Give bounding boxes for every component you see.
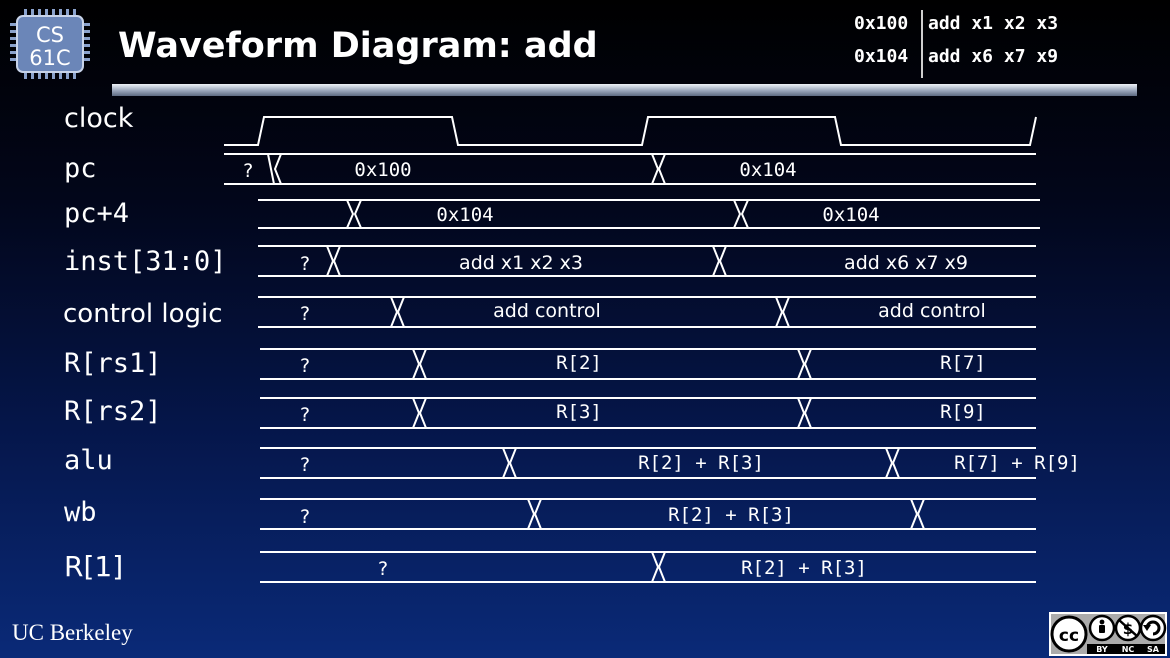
signal-label-pc-plus-4: pc+4: [64, 198, 129, 229]
logo-text-bottom: 61C: [29, 46, 70, 70]
r-rs1-value: R[2]: [556, 352, 602, 374]
license-tag-nc: NC: [1122, 645, 1135, 654]
pc-value: 0x100: [354, 159, 411, 181]
inst-value: add x1 x2 x3: [459, 252, 583, 274]
pc-value: 0x104: [739, 159, 796, 181]
code-instruction: add x6 x7 x9: [928, 46, 1059, 67]
signal-label-r-rs2: R[rs2]: [64, 396, 162, 427]
signal-wave-r1: [260, 551, 1036, 583]
wb-value: R[2] + R[3]: [668, 504, 794, 526]
pc-value: ?: [242, 160, 253, 182]
code-instruction: add x1 x2 x3: [928, 13, 1059, 34]
cc-license-badge: cc $ BY NC SA: [1049, 612, 1167, 656]
logo-text-top: CS: [36, 23, 64, 47]
by-icon: [1088, 614, 1116, 642]
control-logic-value: add control: [878, 300, 986, 322]
title-rule: [112, 84, 1137, 96]
license-tag-sa: SA: [1147, 645, 1160, 654]
clock-wave: [224, 116, 1037, 146]
signal-label-control-logic: control logic: [63, 299, 223, 329]
inst-value: add x6 x7 x9: [844, 252, 968, 274]
alu-value: R[7] + R[9]: [954, 452, 1080, 474]
code-listing: 0x100 add x1 x2 x3 0x104 add x6 x7 x9: [854, 10, 1094, 78]
code-address: 0x100: [854, 13, 909, 34]
wb-value: ?: [300, 506, 310, 528]
signal-label-r-rs1: R[rs1]: [64, 348, 162, 379]
control-logic-value: add control: [493, 300, 601, 322]
control-logic-value: ?: [300, 303, 310, 325]
cs61c-logo: CS 61C: [10, 9, 90, 79]
nc-icon: $: [1114, 614, 1142, 642]
signal-wave-r-rs2: [260, 397, 1036, 429]
code-divider: [921, 10, 923, 78]
signal-wave-wb: [260, 498, 1036, 530]
signal-label-wb: wb: [64, 497, 97, 528]
r-rs1-value: R[7]: [940, 352, 986, 374]
signal-label-inst: inst[31:0]: [64, 246, 227, 277]
pc-plus-4-value: 0x104: [822, 204, 879, 226]
r1-value: R[2] + R[3]: [741, 557, 867, 579]
signal-wave-r-rs1: [260, 348, 1036, 380]
signal-wave-pc: [224, 153, 1036, 185]
alu-value: ?: [300, 454, 310, 476]
signal-wave-pc-plus-4: [258, 199, 1040, 229]
r-rs2-value: R[3]: [556, 401, 602, 423]
license-tag-by: BY: [1096, 645, 1108, 654]
r-rs2-value: R[9]: [940, 401, 986, 423]
pc-plus-4-value: 0x104: [436, 204, 493, 226]
cc-icon: cc: [1050, 615, 1088, 653]
clock-label: clock: [64, 103, 134, 134]
uc-berkeley-wordmark: UC Berkeley: [12, 620, 133, 645]
signal-label-pc: pc: [64, 153, 97, 184]
signal-wave-alu: [260, 447, 1036, 479]
signal-wave-control-logic: [258, 296, 1036, 328]
signal-label-r1: R[1]: [64, 550, 123, 583]
inst-value: ?: [300, 253, 310, 275]
page-title: Waveform Diagram: add: [118, 26, 598, 66]
sa-icon: [1139, 614, 1167, 642]
code-address: 0x104: [854, 46, 909, 67]
r-rs1-value: ?: [300, 355, 310, 377]
signal-label-alu: alu: [64, 445, 113, 476]
alu-value: R[2] + R[3]: [638, 452, 764, 474]
r-rs2-value: ?: [300, 404, 310, 426]
svg-text:cc: cc: [1059, 626, 1079, 646]
r1-value: ?: [378, 558, 388, 580]
signal-wave-inst: [258, 245, 1036, 277]
